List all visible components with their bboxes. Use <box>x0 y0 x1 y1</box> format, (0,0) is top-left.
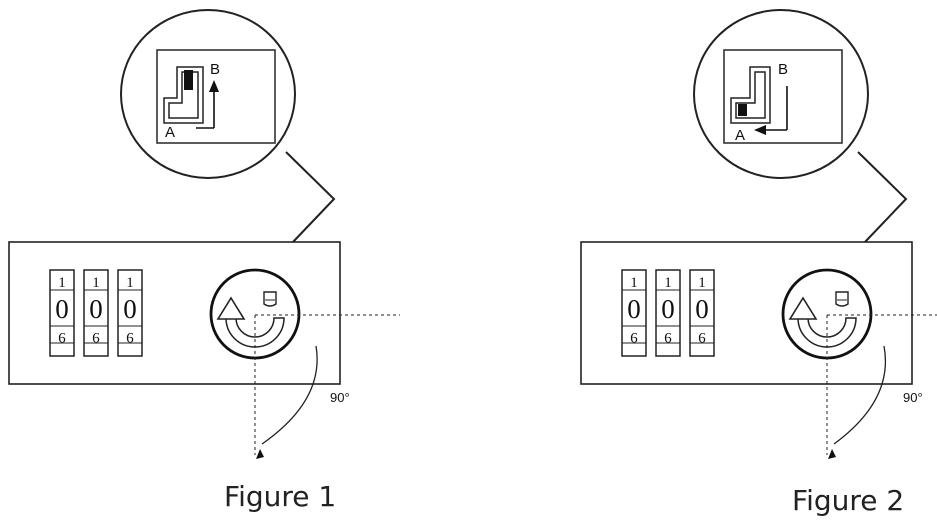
dial-1[interactable]: 1 0 9 <box>621 269 647 357</box>
knob-rotation-arrow-icon <box>797 317 857 348</box>
rotation-arc <box>261 345 318 445</box>
figure-1-caption: Figure 1 <box>224 480 337 513</box>
dial-digit-current: 0 <box>661 294 675 324</box>
inset-label-a: A <box>735 127 745 144</box>
dial-digit-top: 1 <box>630 275 638 291</box>
rotary-knob[interactable] <box>209 268 301 360</box>
figure-2: B A 1 0 9 1 0 9 <box>580 9 937 459</box>
rotation-arrow-head <box>828 449 836 459</box>
inset-arrow-head <box>754 125 766 135</box>
angle-label: 90° <box>903 390 923 405</box>
dial-2[interactable]: 1 0 9 <box>83 269 109 357</box>
inset-label-b: B <box>210 61 220 78</box>
keyhole-icon <box>263 291 277 307</box>
inset-knob-marker <box>184 70 193 90</box>
dial-digit-bottom: 9 <box>92 329 100 345</box>
dial-1[interactable]: 1 0 9 <box>49 269 75 357</box>
dial-digit-top: 1 <box>698 275 706 291</box>
dial-digit-bottom: 9 <box>698 329 706 345</box>
inset-slot-path <box>163 66 204 124</box>
knob-arrow-head-icon <box>216 296 246 320</box>
dial-digit-bottom: 9 <box>126 329 134 345</box>
dial-digit-current: 0 <box>627 294 641 324</box>
inset-arrow-head <box>209 80 219 92</box>
dial-digit-current: 0 <box>695 294 709 324</box>
rotation-arrow-head <box>256 449 264 459</box>
dial-digit-bottom: 9 <box>664 329 672 345</box>
rotation-arc <box>833 345 887 445</box>
dial-digit-top: 1 <box>92 275 100 291</box>
inset-knob-marker <box>738 104 747 116</box>
inset-label-a: A <box>165 124 175 141</box>
figure-2-caption: Figure 2 <box>792 484 905 517</box>
dial-digit-top: 1 <box>58 275 66 291</box>
dial-3[interactable]: 1 0 9 <box>689 269 715 357</box>
dial-digit-bottom: 9 <box>58 329 66 345</box>
angle-label: 90° <box>330 390 350 405</box>
knob-arrow-head-icon <box>788 296 818 320</box>
dial-2[interactable]: 1 0 9 <box>655 269 681 357</box>
dial-digit-current: 0 <box>89 294 103 324</box>
combination-dials: 1 0 9 1 0 9 1 0 9 <box>621 269 715 357</box>
dial-digit-bottom: 9 <box>630 329 638 345</box>
leader-line <box>857 151 908 243</box>
leader-line <box>285 151 336 243</box>
figure-1: B A 1 0 9 1 0 9 <box>8 9 400 459</box>
inset-slot-path <box>730 66 771 124</box>
dial-3[interactable]: 1 0 9 <box>117 269 143 357</box>
dial-digit-current: 0 <box>55 294 69 324</box>
combination-dials: 1 0 9 1 0 9 1 0 9 <box>49 269 143 357</box>
inset-frame <box>723 49 843 144</box>
dial-digit-current: 0 <box>123 294 137 324</box>
inset-label-b: B <box>778 61 788 78</box>
dial-digit-top: 1 <box>126 275 134 291</box>
keyhole-icon <box>835 291 849 307</box>
rotary-knob[interactable] <box>781 268 873 360</box>
dial-digit-top: 1 <box>664 275 672 291</box>
knob-rotation-arrow-icon <box>225 317 285 348</box>
